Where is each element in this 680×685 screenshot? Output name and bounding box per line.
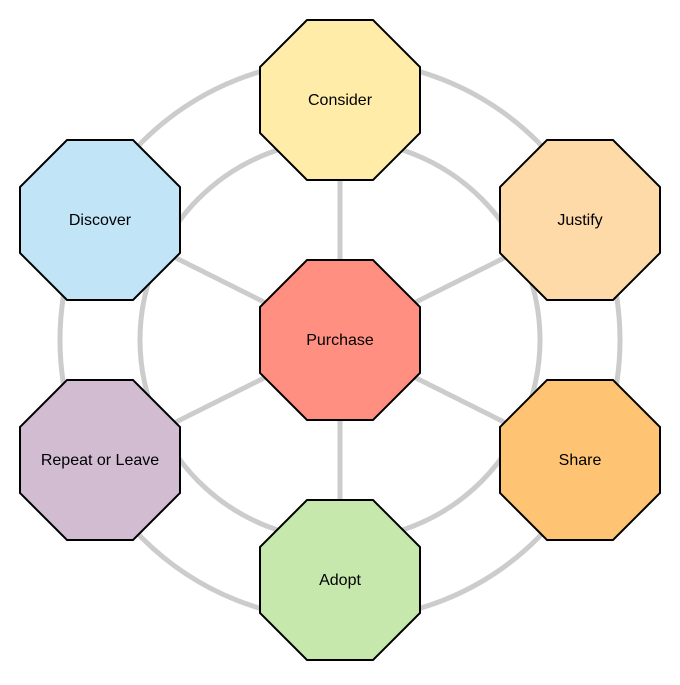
node-adopt[interactable]: Adopt [259, 499, 421, 661]
node-purchase[interactable]: Purchase [259, 259, 421, 421]
node-repeat-or-leave[interactable]: Repeat or Leave [19, 379, 181, 541]
node-share[interactable]: Share [499, 379, 661, 541]
adopt-octagon [259, 499, 421, 661]
justify-label: Justify [557, 212, 602, 229]
consider-octagon [259, 19, 421, 181]
node-consider[interactable]: Consider [259, 19, 421, 181]
adopt-label: Adopt [319, 572, 361, 589]
consider-label: Consider [308, 92, 373, 109]
repeat-or-leave-octagon [19, 379, 181, 541]
share-label: Share [559, 452, 602, 469]
node-discover[interactable]: Discover [19, 139, 181, 301]
discover-label: Discover [69, 212, 132, 229]
share-octagon [499, 379, 661, 541]
purchase-label: Purchase [306, 332, 374, 349]
node-justify[interactable]: Justify [499, 139, 661, 301]
discover-octagon [19, 139, 181, 301]
repeat-or-leave-label: Repeat or Leave [41, 452, 159, 469]
justify-octagon [499, 139, 661, 301]
purchase-octagon [259, 259, 421, 421]
